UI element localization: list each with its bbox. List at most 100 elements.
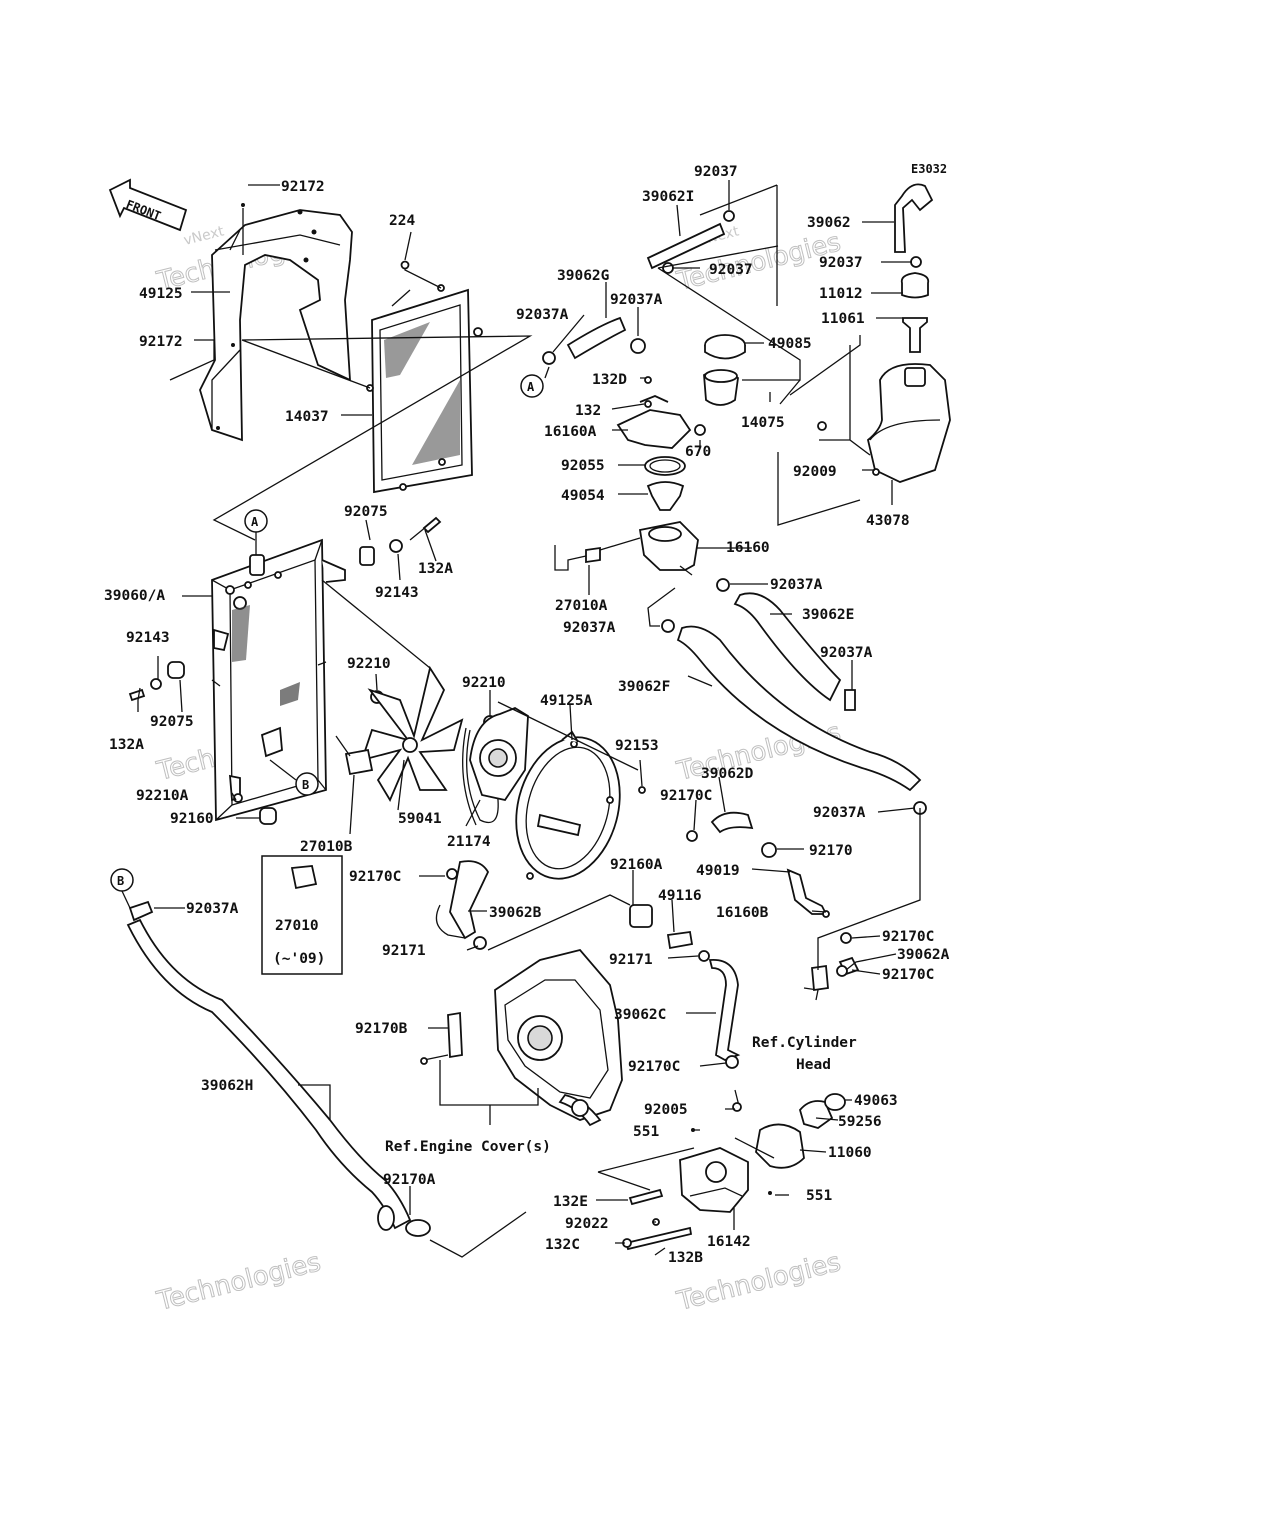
part-label-92170c-b: 92170C: [349, 869, 401, 885]
part-label-92170c-a: 92170C: [660, 788, 712, 804]
watermark-text: vNext: [182, 223, 226, 249]
part-label-92171-b: 92171: [609, 952, 653, 968]
part-label-132b: 132B: [668, 1250, 703, 1266]
part-label-92037a-e: 92037A: [820, 645, 873, 661]
part-label-49063: 49063: [854, 1093, 898, 1109]
callout-b-hose: B: [117, 874, 124, 888]
part-label-224: 224: [389, 213, 415, 229]
part-label-92055: 92055: [561, 458, 605, 474]
part-label-92171-a: 92171: [382, 943, 426, 959]
part-label-92153: 92153: [615, 738, 659, 754]
watermark-text: Technologies: [153, 1247, 323, 1317]
part-label-92170c-d: 92170C: [882, 967, 934, 983]
part-label-92210a: 92210A: [136, 788, 189, 804]
upper-hoses: [566, 183, 934, 360]
part-label-92170: 92170: [809, 843, 853, 859]
callout-circles: A A B B: [110, 374, 544, 892]
part-label-39062g: 39062G: [557, 268, 609, 284]
part-label-551-a: 551: [633, 1124, 659, 1140]
part-label-49125a: 49125A: [540, 693, 593, 709]
part-label-27010b: 27010B: [300, 839, 353, 855]
engine-cover: [494, 948, 623, 1127]
part-label-92037a-a: 92037A: [516, 307, 569, 323]
part-label-16160a: 16160A: [544, 424, 597, 440]
diagram-code: E3032: [911, 162, 947, 176]
part-label-16142: 16142: [707, 1234, 751, 1250]
part-label-92160: 92160: [170, 811, 214, 827]
part-label-14037: 14037: [285, 409, 329, 425]
part-label-92172-b: 92172: [139, 334, 183, 350]
part-label-92143-a: 92143: [375, 585, 419, 601]
part-label-14075: 14075: [741, 415, 785, 431]
part-label-92037-b: 92037: [709, 262, 753, 278]
part-label-39062a: 39062A: [897, 947, 950, 963]
part-label-92170c-c: 92170C: [882, 929, 934, 945]
part-label-670: 670: [685, 444, 711, 460]
fan-blade: [360, 665, 464, 802]
part-label-16160b: 16160B: [716, 905, 769, 921]
part-label-39060a: 39060/A: [104, 588, 165, 604]
part-label-92037a-d: 92037A: [563, 620, 616, 636]
part-label-92170b: 92170B: [355, 1021, 408, 1037]
part-label-132e: 132E: [553, 1194, 588, 1210]
part-label-39062f: 39062F: [618, 679, 670, 695]
part-label-92009: 92009: [793, 464, 837, 480]
part-label-49125: 49125: [139, 286, 183, 302]
box-part-label: 27010: [275, 918, 319, 934]
coolant-reservoir: [817, 363, 951, 483]
callout-a-radiator: A: [251, 515, 259, 529]
part-label-132a-a: 132A: [418, 561, 453, 577]
part-label-92170c-e: 92170C: [628, 1059, 680, 1075]
front-arrow: FRONT: [108, 178, 188, 232]
box-note: (~'09): [273, 951, 325, 967]
part-label-92005: 92005: [644, 1102, 688, 1118]
part-label-16160: 16160: [726, 540, 770, 556]
part-label-92160a: 92160A: [610, 857, 663, 873]
part-label-39062b: 39062B: [489, 905, 542, 921]
part-label-132c: 132C: [545, 1237, 580, 1253]
part-label-11060: 11060: [828, 1145, 872, 1161]
part-label-39062d: 39062D: [701, 766, 754, 782]
part-label-59256: 59256: [838, 1114, 882, 1130]
part-label-92037a-b: 92037A: [610, 292, 663, 308]
box-27010: 27010 (~'09): [261, 855, 343, 975]
part-label-92075-a: 92075: [344, 504, 388, 520]
part-label-92037a-c: 92037A: [770, 577, 823, 593]
part-label-92210-b: 92210: [462, 675, 506, 691]
shroud-part: [199, 203, 353, 442]
part-label-43078: 43078: [866, 513, 910, 529]
part-label-92037-a: 92037: [694, 164, 738, 180]
part-label-39062i: 39062I: [642, 189, 694, 205]
callout-a-hose: A: [527, 380, 535, 394]
radiator-screen: [366, 260, 483, 494]
part-label-92022: 92022: [565, 1216, 609, 1232]
part-label-92037-c: 92037: [819, 255, 863, 271]
part-label-59041: 59041: [398, 811, 442, 827]
part-label-132d: 132D: [592, 372, 627, 388]
water-pump: [679, 1147, 749, 1213]
part-label-92143-b: 92143: [126, 630, 170, 646]
part-labels: 92172 49125 92172 224 14037 92037 39062I…: [104, 164, 950, 1266]
part-label-39062: 39062: [807, 215, 851, 231]
leader-lines: [121, 180, 921, 1258]
part-label-49116: 49116: [658, 888, 702, 904]
clamps: [542, 210, 927, 815]
part-label-49019: 49019: [696, 863, 740, 879]
callout-b-radiator: B: [302, 778, 309, 792]
part-label-92210-a: 92210: [347, 656, 391, 672]
ref-cylinder-head-line1: Ref.Cylinder: [752, 1035, 857, 1051]
part-label-92037a-f: 92037A: [813, 805, 866, 821]
part-label-92172-a: 92172: [281, 179, 325, 195]
part-label-551-b: 551: [806, 1188, 832, 1204]
ref-engine-cover: Ref.Engine Cover(s): [385, 1139, 551, 1155]
part-label-49085: 49085: [768, 336, 812, 352]
part-label-92037a-g: 92037A: [186, 901, 239, 917]
part-label-92170a: 92170A: [383, 1172, 436, 1188]
fan-motor: [469, 706, 529, 802]
part-label-132: 132: [575, 403, 601, 419]
part-label-21174: 21174: [447, 834, 491, 850]
part-label-39062h: 39062H: [201, 1078, 253, 1094]
part-label-39062e: 39062E: [802, 607, 854, 623]
part-label-39062c: 39062C: [614, 1007, 666, 1023]
